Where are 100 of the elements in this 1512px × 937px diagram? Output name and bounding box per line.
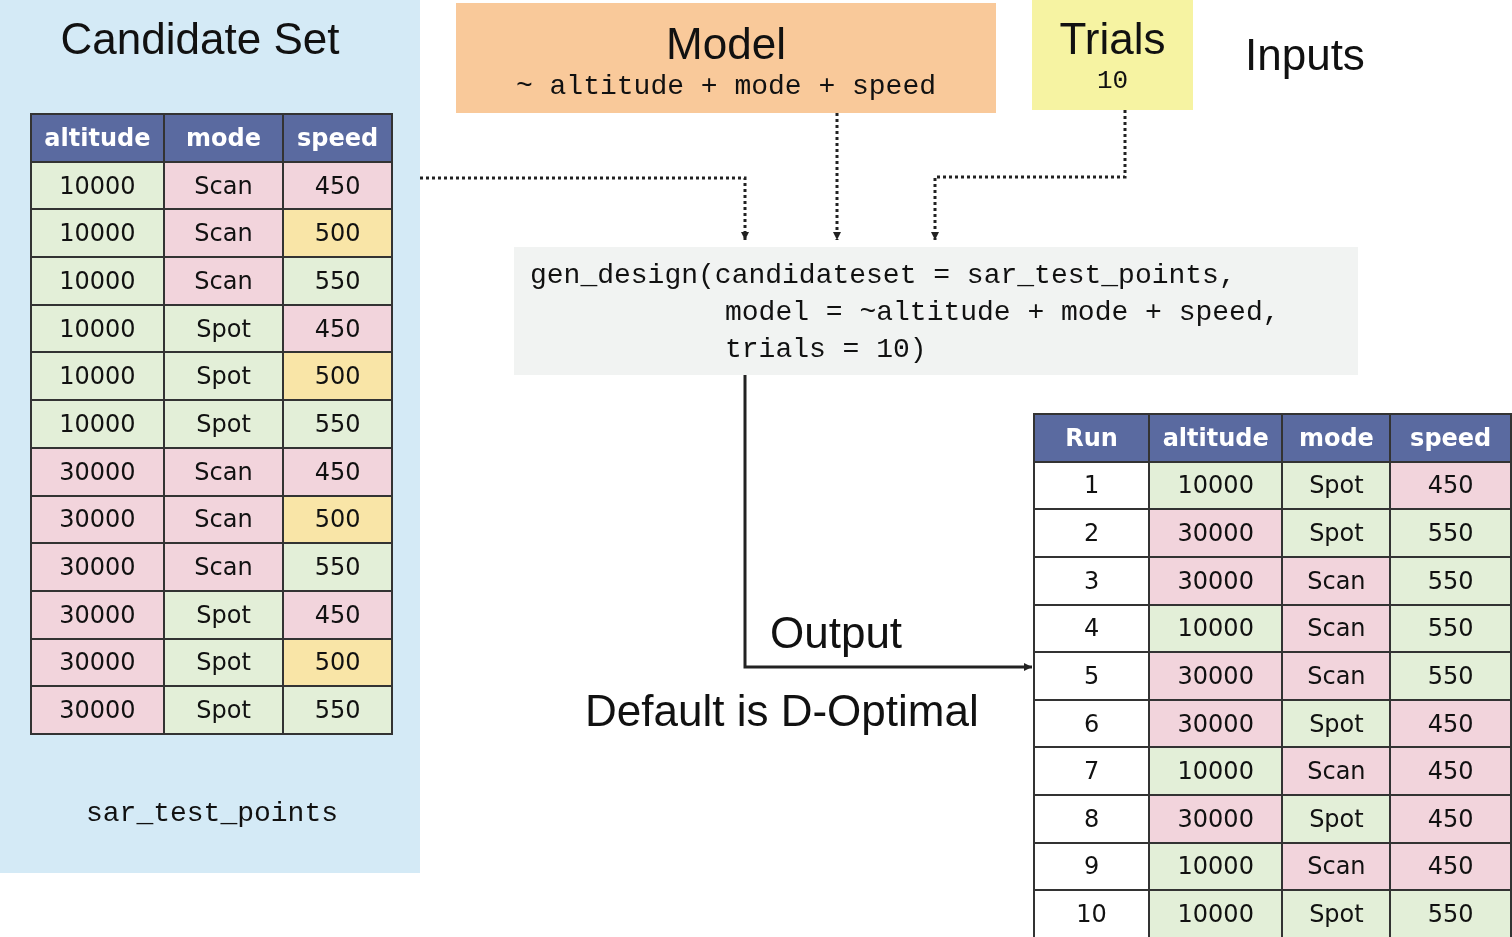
table-cell: 30000 xyxy=(31,686,164,734)
table-cell: 30000 xyxy=(1149,699,1283,748)
table-cell: 10000 xyxy=(31,352,164,401)
table-cell: 9 xyxy=(1034,842,1150,891)
table-cell: Scan xyxy=(1282,747,1391,795)
table-cell: 30000 xyxy=(1149,652,1283,700)
table-cell: Spot xyxy=(1282,890,1391,937)
table-cell: 30000 xyxy=(31,590,164,639)
table-cell: 30000 xyxy=(31,543,164,591)
table-cell: Spot xyxy=(1282,509,1391,557)
table-cell: 10000 xyxy=(1149,604,1283,653)
table-cell: Scan xyxy=(1282,842,1391,891)
table-cell: 10000 xyxy=(1149,461,1283,510)
formula-text: ~ altitude + mode + speed xyxy=(515,71,937,102)
table-cell: 1 xyxy=(1034,461,1150,510)
table-cell: Spot xyxy=(163,686,284,734)
table-cell: 450 xyxy=(1390,699,1511,748)
arrow xyxy=(743,375,1032,671)
model-box xyxy=(456,3,996,113)
trial-count: 10 xyxy=(1096,66,1129,96)
data-table xyxy=(1033,413,1512,937)
column-header: speed xyxy=(283,114,392,162)
column-header: Run xyxy=(1034,414,1150,462)
table-cell: Scan xyxy=(1282,604,1391,653)
table-cell: 550 xyxy=(1390,890,1511,937)
code-text: gen_design(candidateset = sar_test_points, model = ~altitude + mode + speed, trials = 10) xyxy=(530,259,1280,367)
table-cell: 10000 xyxy=(31,257,164,305)
table-cell: 550 xyxy=(1390,509,1511,557)
data-table xyxy=(30,113,393,735)
table-cell: 8 xyxy=(1034,795,1150,843)
table-cell: 30000 xyxy=(31,447,164,496)
table-cell: Scan xyxy=(163,161,284,210)
table-cell: 450 xyxy=(1390,461,1511,510)
table-cell: Spot xyxy=(1282,795,1391,843)
table-cell: 550 xyxy=(1390,556,1511,605)
table-cell: 550 xyxy=(283,686,392,734)
table-cell: Scan xyxy=(163,209,284,258)
table-cell: 550 xyxy=(283,400,392,448)
table-cell: 450 xyxy=(1390,747,1511,795)
table-cell: Spot xyxy=(163,304,284,353)
table-cell: 500 xyxy=(283,638,392,687)
table-cell: 3 xyxy=(1034,556,1150,605)
table-cell: Scan xyxy=(1282,556,1391,605)
table-cell: 450 xyxy=(1390,842,1511,891)
table-cell: Spot xyxy=(163,352,284,401)
table-cell: 450 xyxy=(1390,795,1511,843)
table-cell: Spot xyxy=(163,400,284,448)
table-cell: 500 xyxy=(283,209,392,258)
trials-box xyxy=(1032,0,1193,110)
table-cell: 30000 xyxy=(31,495,164,544)
arrow xyxy=(833,113,841,240)
table-cell: 10000 xyxy=(31,209,164,258)
table-cell: Scan xyxy=(163,495,284,544)
table-cell: 450 xyxy=(283,304,392,353)
column-header: speed xyxy=(1390,414,1511,462)
table-cell: Spot xyxy=(163,638,284,687)
table-cell: 550 xyxy=(283,257,392,305)
table-cell: Spot xyxy=(1282,461,1391,510)
table-cell: 550 xyxy=(283,543,392,591)
table-cell: 4 xyxy=(1034,604,1150,653)
table-cell: 450 xyxy=(283,590,392,639)
table-cell: Scan xyxy=(163,257,284,305)
box-title: Trials xyxy=(1059,14,1166,63)
column-header: mode xyxy=(1282,414,1391,462)
table-cell: 10000 xyxy=(1149,890,1283,937)
table-cell: 550 xyxy=(1390,604,1511,653)
table-cell: Scan xyxy=(163,447,284,496)
table-cell: 2 xyxy=(1034,509,1150,557)
table-cell: 30000 xyxy=(31,638,164,687)
panel xyxy=(0,0,420,873)
table-cell: Scan xyxy=(1282,652,1391,700)
table-cell: 10 xyxy=(1034,890,1150,937)
table-cell: 30000 xyxy=(1149,509,1283,557)
table-cell: 6 xyxy=(1034,699,1150,748)
table-cell: 30000 xyxy=(1149,556,1283,605)
arrow xyxy=(931,110,1127,240)
arrow xyxy=(420,176,749,240)
table-cell: 5 xyxy=(1034,652,1150,700)
table-cell: 550 xyxy=(1390,652,1511,700)
column-header: altitude xyxy=(1149,414,1283,462)
table-cell: Spot xyxy=(163,590,284,639)
dataset-name: sar_test_points xyxy=(85,798,338,829)
column-header: mode xyxy=(163,114,284,162)
table-cell: 30000 xyxy=(1149,795,1283,843)
table-cell: Scan xyxy=(163,543,284,591)
table-cell: 10000 xyxy=(1149,747,1283,795)
table-cell: 7 xyxy=(1034,747,1150,795)
code-box xyxy=(514,247,1358,375)
table-cell: 10000 xyxy=(1149,842,1283,891)
table-cell: 10000 xyxy=(31,161,164,210)
table-cell: Spot xyxy=(1282,699,1391,748)
table-cell: 500 xyxy=(283,495,392,544)
panel-title: Candidate Set xyxy=(60,14,340,63)
box-title: Model xyxy=(666,19,786,68)
table-cell: 10000 xyxy=(31,304,164,353)
table-cell: 10000 xyxy=(31,400,164,448)
note-text: Default is D-Optimal xyxy=(585,686,979,736)
table-cell: 450 xyxy=(283,447,392,496)
table-cell: 500 xyxy=(283,352,392,401)
table-cell: 450 xyxy=(283,161,392,210)
